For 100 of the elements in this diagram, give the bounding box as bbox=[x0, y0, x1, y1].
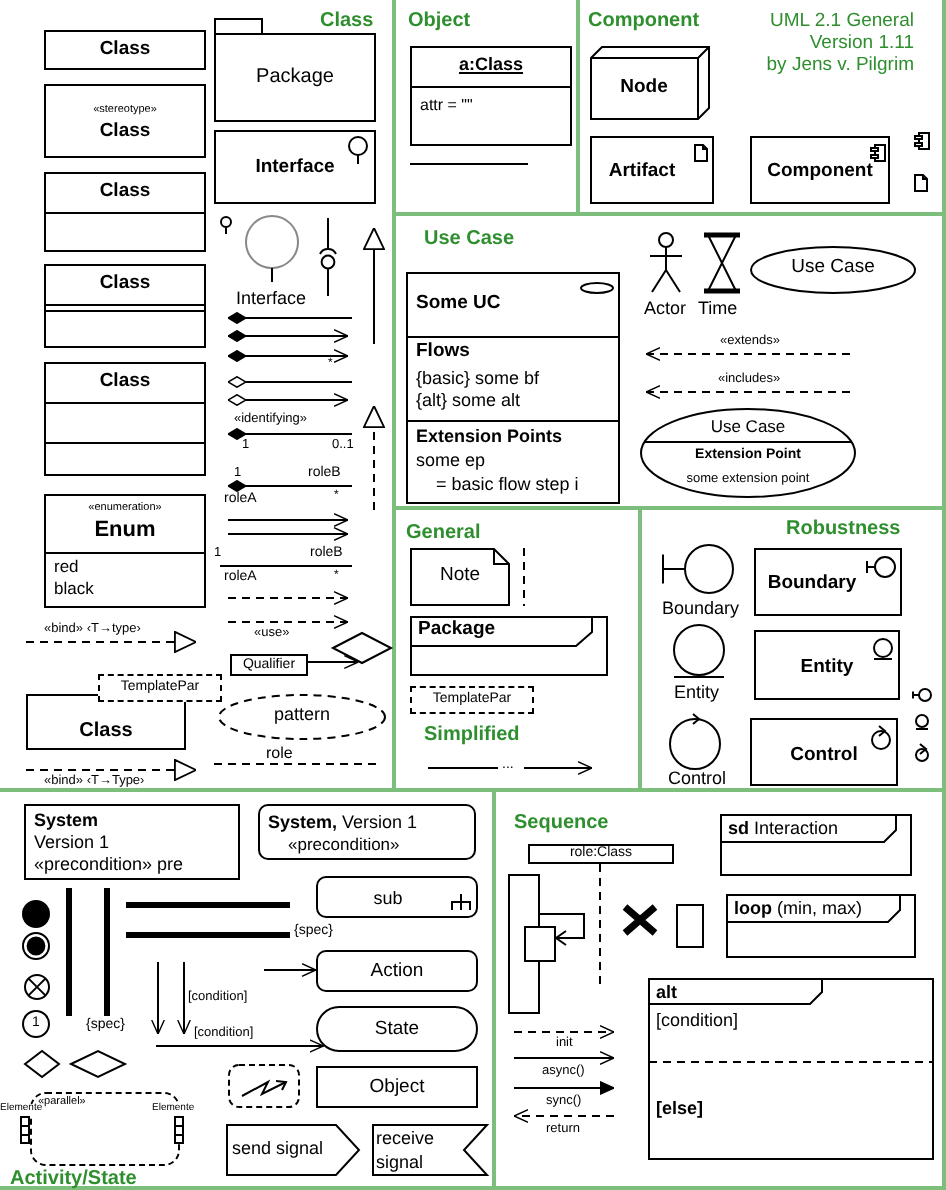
action-box bbox=[316, 950, 478, 992]
enumeration-name: Enum bbox=[92, 518, 158, 544]
system-name: System, Version 1 bbox=[268, 812, 418, 833]
class-box bbox=[26, 694, 186, 750]
enum-literal: red bbox=[54, 558, 79, 578]
section-title: Activity/State bbox=[10, 1168, 137, 1190]
frame-label: alt bbox=[656, 982, 678, 1003]
class-box bbox=[44, 264, 206, 348]
interface-label: Interface bbox=[236, 288, 307, 309]
version-text: Version 1.11 bbox=[809, 34, 914, 56]
node-cube bbox=[590, 46, 710, 120]
state-name: State bbox=[372, 1020, 422, 1042]
section-title: General bbox=[406, 522, 481, 545]
template-parameter-box bbox=[410, 686, 534, 714]
object-box bbox=[410, 46, 572, 146]
flow-text: {basic} some bf bbox=[416, 368, 540, 389]
use-case-name: Some UC bbox=[416, 294, 501, 316]
system-box bbox=[258, 804, 476, 860]
class-name: Class bbox=[97, 122, 153, 144]
package-shape bbox=[410, 616, 608, 676]
section-panel bbox=[396, 0, 580, 216]
section-panel bbox=[642, 510, 946, 792]
interaction-frame bbox=[720, 814, 912, 876]
guard-text: [condition] bbox=[656, 1010, 739, 1031]
node-name: Node bbox=[618, 78, 670, 100]
class-box bbox=[44, 30, 206, 70]
extension-point-text: = basic flow step i bbox=[436, 474, 579, 495]
section-panel bbox=[0, 792, 496, 1190]
compartment-heading: Extension Points bbox=[416, 426, 563, 447]
activity-name: sub bbox=[371, 888, 405, 909]
author-text: by Jens v. Pilgrim bbox=[766, 56, 914, 78]
signal-text: receive signal bbox=[376, 1126, 437, 1174]
package-name: Package bbox=[254, 66, 336, 89]
fork-bar bbox=[66, 888, 72, 1016]
diagram-title: UML 2.1 General bbox=[770, 12, 914, 34]
compartment-heading: Flows bbox=[416, 342, 470, 364]
section-title: Component bbox=[588, 10, 700, 33]
fork-bar bbox=[126, 932, 290, 938]
fork-bar bbox=[104, 888, 110, 1016]
section-title: Sequence bbox=[514, 812, 609, 835]
use-case-ellipse bbox=[640, 408, 856, 498]
state-box bbox=[316, 1006, 478, 1052]
artifact-name: Artifact bbox=[606, 162, 678, 184]
combined-fragment-frame bbox=[726, 894, 916, 958]
lifeline-head-box bbox=[528, 844, 674, 864]
precondition-text: «precondition» bbox=[288, 836, 400, 856]
receive-signal-shape bbox=[372, 1124, 488, 1176]
entity-name: Entity bbox=[798, 658, 856, 680]
class-name: Class bbox=[77, 720, 135, 743]
actor-label: Actor bbox=[644, 298, 687, 319]
class-name: Class bbox=[97, 372, 153, 394]
class-name: Class bbox=[97, 274, 153, 296]
control-box bbox=[750, 718, 898, 786]
boundary-name: Boundary bbox=[765, 574, 859, 596]
boundary-box bbox=[754, 548, 902, 616]
version-text: Version 1 bbox=[34, 832, 110, 853]
section-subtitle: Simplified bbox=[424, 724, 520, 747]
template-parameter-box bbox=[98, 674, 222, 702]
action-name: Action bbox=[368, 962, 426, 984]
attribute-text: attr = "" bbox=[420, 96, 473, 115]
boundary-label: Boundary bbox=[662, 598, 740, 619]
flow-text: {alt} some alt bbox=[416, 390, 521, 411]
component-name: Component bbox=[765, 162, 875, 184]
note-shape bbox=[410, 548, 510, 606]
combined-fragment-frame bbox=[648, 978, 934, 1160]
section-panel bbox=[396, 216, 946, 510]
class-box bbox=[44, 362, 206, 476]
enumeration-box bbox=[44, 494, 206, 608]
use-case-name: Use Case bbox=[789, 258, 877, 280]
qualifier-box bbox=[230, 654, 308, 676]
class-box bbox=[44, 84, 206, 158]
time-label: Time bbox=[698, 298, 738, 319]
collaboration-name: pattern bbox=[271, 704, 333, 725]
use-case-box bbox=[406, 272, 620, 504]
system-name: System bbox=[34, 810, 99, 831]
collaboration-ellipse bbox=[218, 694, 386, 740]
class-name: Class bbox=[97, 40, 153, 62]
guard-text: [else] bbox=[656, 1098, 704, 1119]
control-name: Control bbox=[788, 746, 860, 768]
send-signal-shape bbox=[226, 1124, 360, 1176]
precondition-text: «precondition» pre bbox=[34, 854, 184, 875]
use-case-name: Use Case bbox=[708, 418, 788, 438]
section-title: Class bbox=[320, 10, 374, 33]
signal-text: send signal bbox=[232, 1138, 324, 1159]
section-title: Robustness bbox=[786, 518, 901, 541]
section-panel bbox=[580, 0, 946, 216]
interface-name: Interface bbox=[253, 158, 337, 180]
entity-box bbox=[754, 630, 900, 700]
extension-point-text: some ep bbox=[416, 450, 486, 471]
interface-box bbox=[214, 130, 376, 204]
arrow bbox=[155, 1039, 325, 1053]
use-case-ellipse bbox=[750, 246, 916, 294]
association-diamond bbox=[332, 632, 392, 664]
class-name: Class bbox=[97, 182, 153, 204]
system-box bbox=[24, 804, 240, 880]
arrow bbox=[263, 963, 317, 977]
activity-box bbox=[316, 876, 478, 918]
section-panel bbox=[396, 510, 642, 792]
section-panel bbox=[496, 792, 946, 1190]
fork-bar bbox=[126, 902, 290, 908]
